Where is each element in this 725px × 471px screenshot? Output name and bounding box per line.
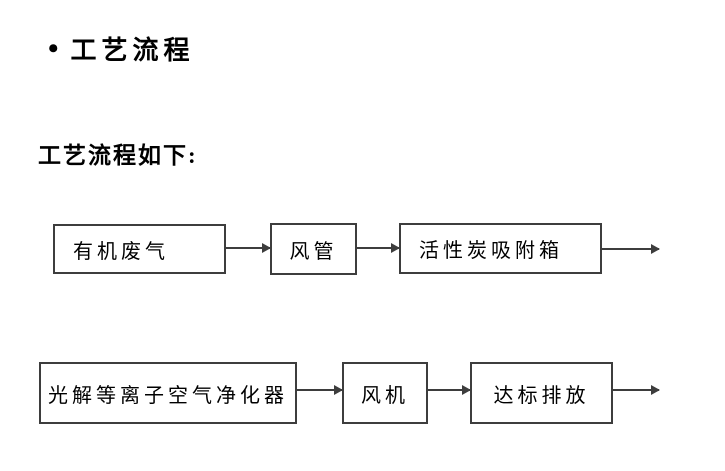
slide-title-text: 工艺流程 bbox=[70, 36, 195, 65]
slide-title: • 工艺流程 bbox=[48, 30, 195, 67]
arrow-right-icon bbox=[602, 244, 660, 254]
flow-box-air-duct: 风管 bbox=[270, 223, 357, 275]
flow-box-fan: 风机 bbox=[342, 362, 428, 424]
arrow-right-icon bbox=[613, 385, 660, 395]
flow-box-photolysis-plasma-air-purifier: 光解等离子空气净化器 bbox=[39, 362, 297, 424]
arrow-right-icon bbox=[297, 385, 343, 395]
bullet-icon: • bbox=[48, 31, 59, 65]
arrow-right-icon bbox=[357, 243, 400, 253]
flow-box-activated-carbon-adsorption-box: 活性炭吸附箱 bbox=[399, 223, 602, 274]
arrow-right-icon bbox=[226, 243, 271, 253]
flow-box-organic-waste-gas: 有机废气 bbox=[53, 224, 226, 274]
flow-caption: 工艺流程如下: bbox=[38, 143, 198, 168]
arrow-right-icon bbox=[428, 385, 471, 395]
flow-box-compliant-discharge: 达标排放 bbox=[470, 362, 613, 424]
